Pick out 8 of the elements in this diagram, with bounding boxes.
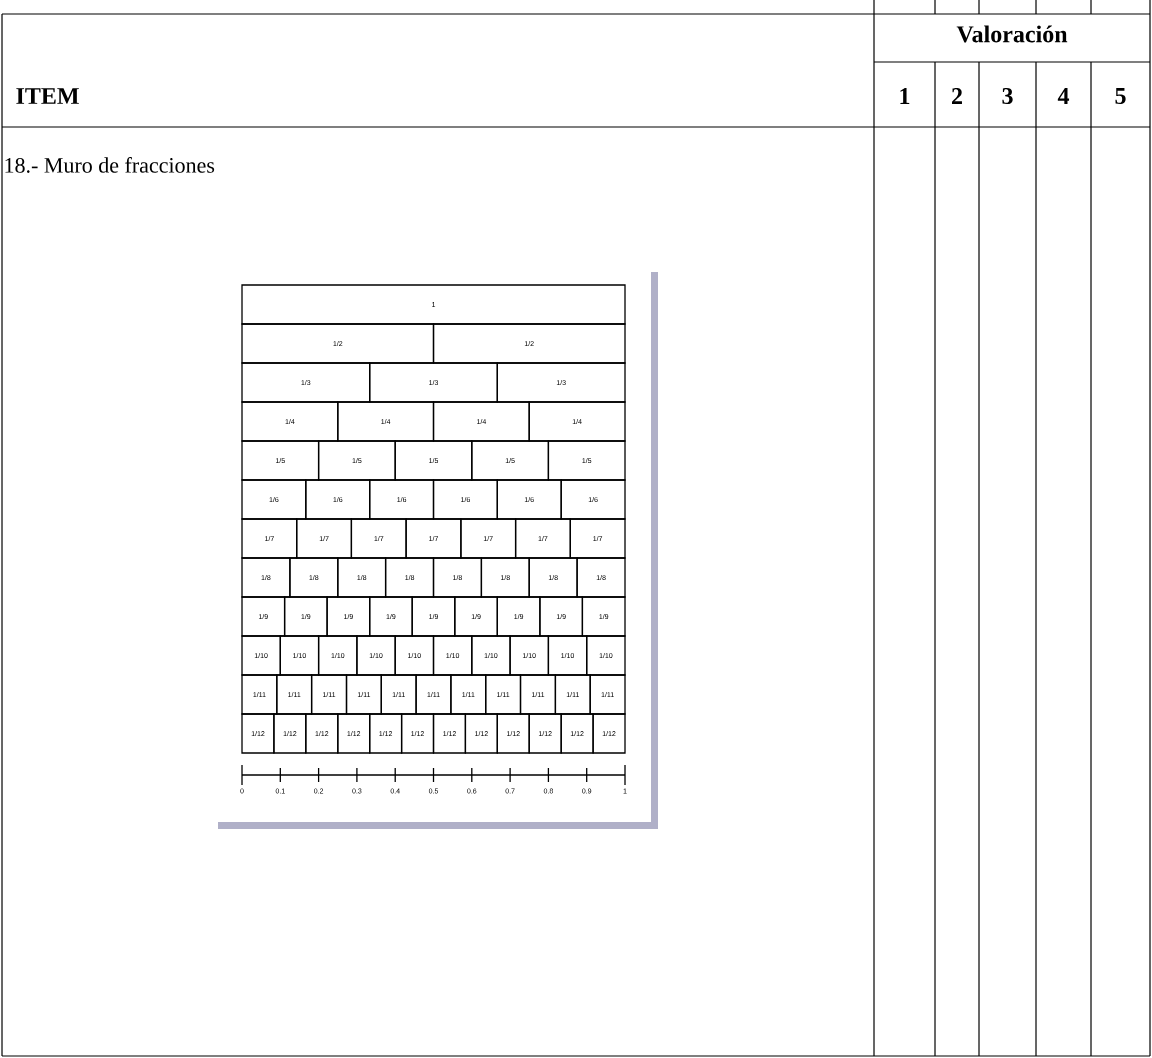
rating-number: 4 (1057, 88, 1070, 104)
column-header: Valoración (956, 25, 1068, 43)
rating-number: 3 (1002, 87, 1013, 105)
rating-number: 1 (900, 88, 910, 104)
rating-number: 5 (1115, 88, 1126, 104)
rating-number: 2 (952, 88, 962, 104)
column-header: ITEM (16, 88, 79, 104)
item-title: 18.- Muro de fracciones (5, 157, 215, 173)
